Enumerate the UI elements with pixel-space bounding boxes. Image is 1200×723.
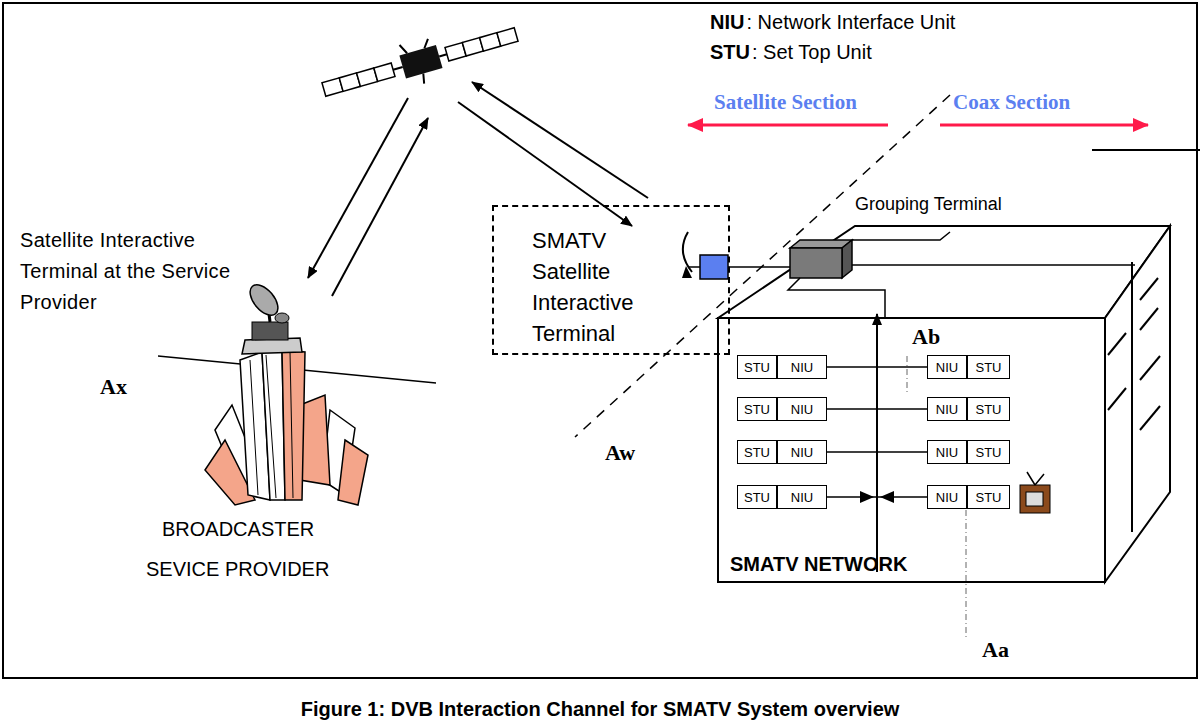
section-arrow <box>940 124 1148 127</box>
coax-link <box>827 451 927 453</box>
broadcaster-buildings <box>205 338 368 505</box>
unit-name: NIU <box>791 360 813 375</box>
figure-caption: Figure 1: DVB Interaction Channel for SM… <box>0 697 1200 721</box>
unit-box: STU <box>967 440 1010 464</box>
tv-icon <box>1020 472 1050 513</box>
unit-box: STU <box>967 485 1010 509</box>
unit-name: NIU <box>791 402 813 417</box>
wire <box>788 278 885 318</box>
unit-name: STU <box>744 445 770 460</box>
wire <box>852 232 950 240</box>
return-arrow <box>876 314 878 572</box>
unit-box: STU <box>737 485 777 509</box>
text-label: : Set Top Unit <box>752 40 872 64</box>
text-label: : Network Interface Unit <box>746 10 955 34</box>
unit-box: NIU <box>777 485 827 509</box>
node-title: SMATV NETWORK <box>730 553 907 576</box>
link-arrow <box>308 98 408 278</box>
link-arrow <box>332 118 428 296</box>
unit-name: NIU <box>791 445 813 460</box>
wire <box>852 264 1135 266</box>
text-label: Coax Section <box>953 90 1070 115</box>
text-label: STU <box>710 40 750 64</box>
unit-box: STU <box>737 355 777 379</box>
unit-name: STU <box>744 360 770 375</box>
unit-box: STU <box>737 440 777 464</box>
reference-line <box>907 356 908 392</box>
text-label: Ab <box>912 324 940 350</box>
unit-box: NIU <box>927 397 967 421</box>
unit-name: STU <box>744 490 770 505</box>
unit-name: STU <box>976 490 1002 505</box>
node-title: SMATV Satellite Interactive Terminal <box>532 225 682 349</box>
unit-box: NIU <box>927 485 967 509</box>
text-label: Grouping Terminal <box>855 194 1002 216</box>
wire <box>688 266 700 268</box>
text-label: Aw <box>605 440 635 466</box>
text-label: NIU <box>710 10 744 34</box>
unit-name: STU <box>744 402 770 417</box>
unit-name: NIU <box>791 490 813 505</box>
coax-link <box>827 408 927 410</box>
unit-box: NIU <box>927 440 967 464</box>
satellite <box>318 13 522 110</box>
text-label: BROADCASTER <box>162 517 314 541</box>
unit-name: STU <box>976 402 1002 417</box>
unit-box: STU <box>967 397 1010 421</box>
unit-name: NIU <box>936 360 958 375</box>
grouping-terminal <box>790 240 852 278</box>
unit-box: NIU <box>777 440 827 464</box>
rule-line <box>1092 149 1200 151</box>
coax-link <box>827 366 927 368</box>
link-arrow <box>458 102 632 226</box>
unit-box: NIU <box>927 355 967 379</box>
unit-box: NIU <box>777 355 827 379</box>
unit-name: STU <box>976 445 1002 460</box>
unit-name: NIU <box>936 402 958 417</box>
service-provider-dish <box>245 280 289 340</box>
dish-stand <box>682 266 692 278</box>
unit-box: NIU <box>777 397 827 421</box>
text-label: Satellite Interactive Terminal at the Se… <box>20 225 270 318</box>
building <box>718 226 1170 582</box>
wire <box>728 266 790 268</box>
lnb-box <box>700 255 728 279</box>
section-arrow <box>688 124 888 127</box>
frame <box>3 3 1197 678</box>
network-block: SMATV NETWORK STU NIU NIU STU STU NIU NIU STU STU… <box>718 318 1105 582</box>
smatv-dish <box>683 232 692 272</box>
unit-box: STU <box>967 355 1010 379</box>
yagi-antenna <box>1108 262 1160 532</box>
link-arrow <box>472 82 648 198</box>
text-label: Ax <box>100 374 127 400</box>
coax-link <box>827 496 927 498</box>
unit-box: STU <box>737 397 777 421</box>
reference-line <box>966 510 967 640</box>
unit-name: NIU <box>936 445 958 460</box>
terminal-box: SMATV Satellite Interactive Terminal <box>492 205 730 355</box>
unit-name: NIU <box>936 490 958 505</box>
text-label: Satellite Section <box>714 90 857 115</box>
text-label: Aa <box>982 637 1009 663</box>
unit-name: STU <box>976 360 1002 375</box>
text-label: SEVICE PROVIDER <box>146 557 329 581</box>
